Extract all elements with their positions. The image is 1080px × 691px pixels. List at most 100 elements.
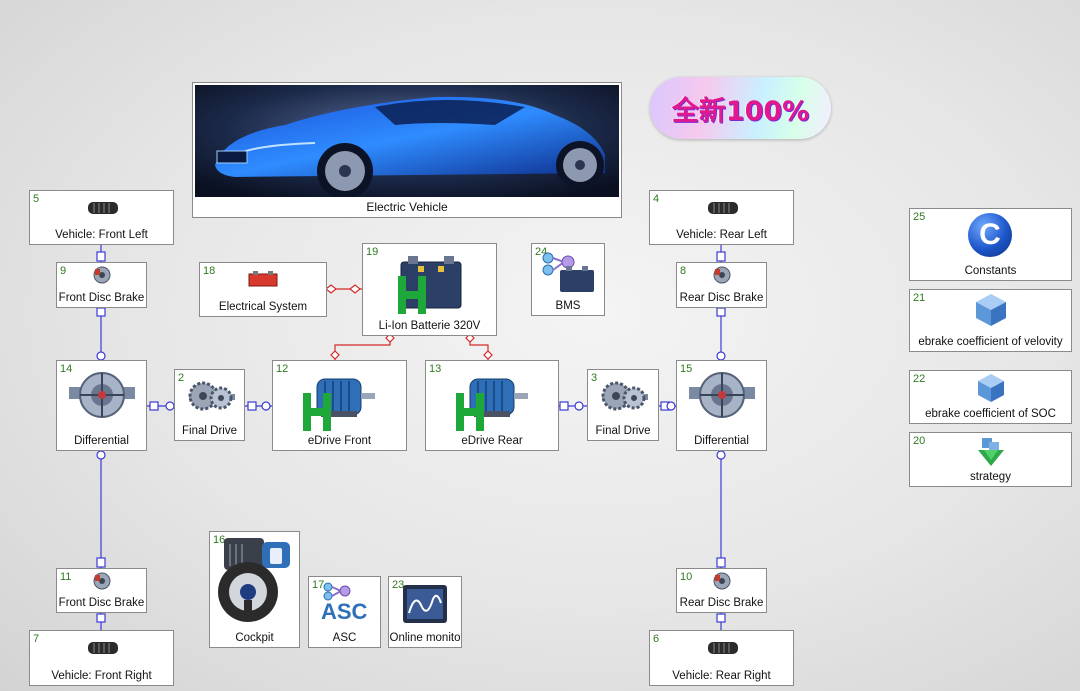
strategy-icon xyxy=(978,438,1004,466)
motor-icon xyxy=(303,378,375,431)
block-label: Rear Disc Brake xyxy=(679,292,764,304)
battery-icon xyxy=(398,256,462,314)
block-label: ebrake coefficient of SOC xyxy=(925,408,1056,420)
block-number: 20 xyxy=(913,435,926,447)
asc-icon xyxy=(323,582,351,601)
block-label: Differential xyxy=(74,435,129,447)
tire-icon xyxy=(708,202,738,214)
promo-text: 全新100% xyxy=(671,95,810,127)
block-label: Constants xyxy=(964,265,1017,277)
block-label: Vehicle: Front Left xyxy=(55,229,148,241)
tire-icon xyxy=(88,202,118,214)
block-label: ebrake coefficient of velovity xyxy=(918,336,1063,348)
block-electrical-system[interactable]: 18 Electrical System xyxy=(199,262,327,317)
block-number: 7 xyxy=(33,633,40,645)
block-vehicle-front-left[interactable]: 5 Vehicle: Front Left xyxy=(29,190,174,245)
car-image xyxy=(195,85,619,197)
banner-label: Electric Vehicle xyxy=(366,200,448,214)
differential-icon xyxy=(69,372,135,418)
tire-icon xyxy=(708,642,738,654)
block-number: 19 xyxy=(366,246,379,258)
block-constants[interactable]: 25 C Constants xyxy=(909,208,1072,281)
block-vehicle-front-right[interactable]: 7 Vehicle: Front Right xyxy=(29,630,174,686)
block-number: 3 xyxy=(591,372,598,384)
block-vehicle-rear-right[interactable]: 6 Vehicle: Rear Right xyxy=(649,630,794,686)
motor-icon xyxy=(456,378,528,431)
block-label: Front Disc Brake xyxy=(58,597,145,609)
block-label: Li-Ion Batterie 320V xyxy=(378,320,481,332)
brake-icon xyxy=(93,572,111,590)
block-front-disc-brake[interactable]: 9 Front Disc Brake xyxy=(56,262,147,308)
block-label: Online monito xyxy=(389,632,461,644)
tire-icon xyxy=(88,642,118,654)
block-number: 21 xyxy=(913,292,926,304)
block-front-disc-brake-right[interactable]: 11 Front Disc Brake xyxy=(56,568,147,613)
block-number: 11 xyxy=(60,571,72,583)
block-ebrake-coeff-velocity[interactable]: 21 ebrake coefficient of velovity xyxy=(909,289,1072,352)
block-number: 22 xyxy=(913,373,926,385)
block-edrive-front[interactable]: 12 eDrive Front xyxy=(272,360,407,451)
block-number: 8 xyxy=(680,265,687,277)
block-number: 5 xyxy=(33,193,40,205)
block-label: BMS xyxy=(555,300,581,312)
block-number: 14 xyxy=(60,363,73,375)
block-label: Electrical System xyxy=(218,301,308,313)
constants-icon-letter: C xyxy=(979,218,1001,251)
block-number: 2 xyxy=(178,372,185,384)
promo-badge: 全新100% xyxy=(650,77,831,139)
block-number: 18 xyxy=(203,265,216,277)
constants-icon: C xyxy=(968,213,1012,257)
block-differential-front[interactable]: 14 Differential xyxy=(56,360,147,451)
bms-icon xyxy=(542,252,594,292)
gear-icon xyxy=(601,381,648,411)
block-label: Vehicle: Rear Right xyxy=(672,670,771,682)
block-label: Vehicle: Rear Left xyxy=(676,229,767,241)
block-ebrake-coeff-soc[interactable]: 22 ebrake coefficient of SOC xyxy=(909,370,1072,424)
electrical-icon xyxy=(248,271,278,287)
block-number: 16 xyxy=(213,534,226,546)
block-label: Vehicle: Front Right xyxy=(51,670,152,682)
block-label: strategy xyxy=(970,471,1011,483)
block-cockpit[interactable]: 16 Cockpit xyxy=(209,531,300,648)
block-rear-disc-brake[interactable]: 8 Rear Disc Brake xyxy=(676,262,767,308)
block-label: eDrive Rear xyxy=(461,435,523,447)
block-number: 4 xyxy=(653,193,660,205)
block-asc[interactable]: 17 ASC ASC xyxy=(308,576,381,648)
cockpit-icon xyxy=(218,538,290,622)
cube-icon xyxy=(976,294,1006,326)
block-number: 23 xyxy=(392,579,405,591)
block-li-ion-battery[interactable]: 19 Li-Ion Batterie 320V xyxy=(362,243,497,336)
block-strategy[interactable]: 20 strategy xyxy=(909,432,1072,487)
block-edrive-rear[interactable]: 13 eDrive Rear xyxy=(425,360,559,451)
brake-icon xyxy=(713,572,731,590)
block-label: Differential xyxy=(694,435,749,447)
block-bms[interactable]: 24 BMS xyxy=(531,243,605,316)
block-label: Final Drive xyxy=(595,425,651,437)
block-number: 13 xyxy=(429,363,442,375)
block-rear-disc-brake-right[interactable]: 10 Rear Disc Brake xyxy=(676,568,767,613)
asc-icon-text: ASC xyxy=(321,599,368,624)
block-label: Rear Disc Brake xyxy=(679,597,764,609)
block-number: 15 xyxy=(680,363,693,375)
block-number: 17 xyxy=(312,579,325,591)
block-label: eDrive Front xyxy=(307,435,372,447)
block-differential-rear[interactable]: 15 Differential xyxy=(676,360,767,451)
block-label: Front Disc Brake xyxy=(58,292,145,304)
block-online-monitor[interactable]: 23 Online monito xyxy=(388,576,462,648)
block-number: 10 xyxy=(680,571,693,583)
block-final-drive-front[interactable]: 2 Final Drive xyxy=(174,369,245,441)
monitor-icon xyxy=(403,585,447,623)
gear-icon xyxy=(188,381,235,411)
block-label: Final Drive xyxy=(182,425,237,437)
brake-icon xyxy=(93,266,111,284)
differential-icon xyxy=(689,372,755,418)
brake-icon xyxy=(713,266,731,284)
cube-icon xyxy=(978,374,1004,402)
block-number: 25 xyxy=(913,211,926,223)
block-number: 12 xyxy=(276,363,289,375)
block-final-drive-rear[interactable]: 3 Final Drive xyxy=(587,369,659,441)
electric-vehicle-banner[interactable]: Electric Vehicle xyxy=(192,82,622,218)
block-number: 9 xyxy=(60,265,67,277)
block-vehicle-rear-left[interactable]: 4 Vehicle: Rear Left xyxy=(649,190,794,245)
